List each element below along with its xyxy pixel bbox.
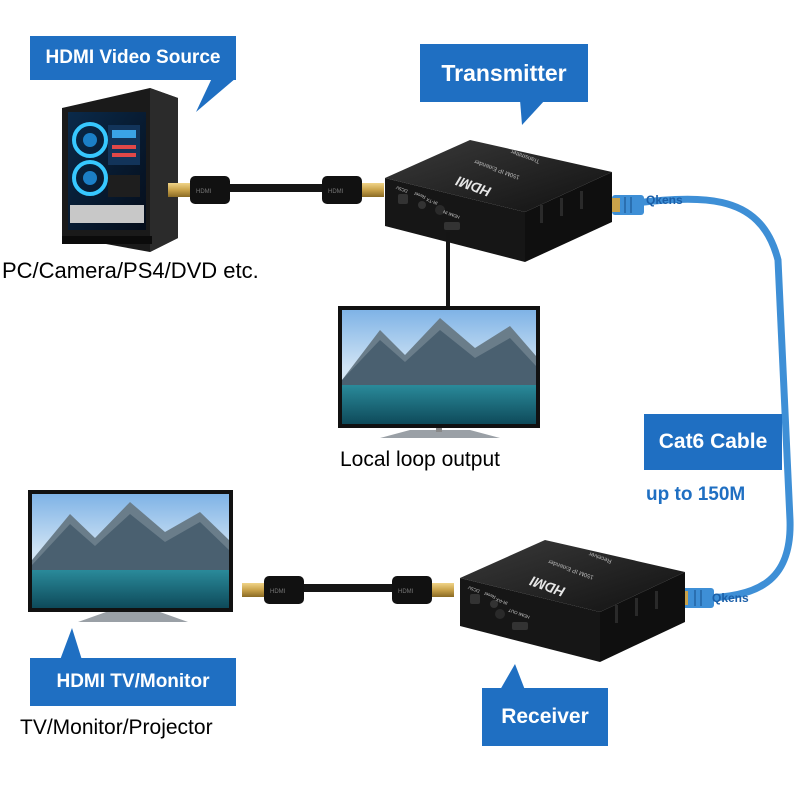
- cat6-cable: [614, 195, 794, 602]
- source-caption: PC/Camera/PS4/DVD etc.: [2, 258, 259, 283]
- tv-caption: TV/Monitor/Projector: [20, 716, 213, 739]
- cable-brand-bottom: Qkens: [712, 591, 749, 605]
- hdmi-plug-label-3: HDMI: [270, 589, 286, 595]
- tv-monitor-image: [28, 490, 233, 622]
- rx-port-dc: DC5V: [467, 585, 480, 594]
- hdmi-cable-top: [168, 176, 384, 204]
- loop-caption: Local loop output: [340, 448, 500, 471]
- transmitter-callout: Transmitter: [420, 44, 588, 102]
- tx-port-reset: Reset: [413, 191, 426, 200]
- rx-port-reset: Reset: [483, 591, 496, 600]
- receiver-device: [460, 540, 685, 662]
- hdmi-plug-label-1: HDMI: [196, 189, 212, 195]
- cable-callout: Cat6 Cable: [644, 414, 782, 470]
- tv-callout-tail: [60, 628, 82, 660]
- receiver-callout-tail: [500, 664, 525, 690]
- receiver-callout: Receiver: [482, 688, 608, 746]
- loop-monitor-image: [338, 306, 540, 438]
- source-callout: HDMI Video Source: [30, 36, 236, 80]
- cable-brand-top: Qkens: [646, 193, 683, 207]
- tv-callout: HDMI TV/Monitor: [30, 658, 236, 706]
- tx-port-ir: IR-TX: [426, 197, 439, 206]
- hdmi-plug-label-4: HDMI: [398, 589, 414, 595]
- transmitter-device: [385, 140, 612, 262]
- source-callout-tail: [196, 78, 236, 112]
- rj45-plug-top: [612, 195, 644, 215]
- tx-port-dc: DC5V: [395, 185, 408, 194]
- pc-tower-image: [62, 88, 178, 252]
- hdmi-cable-bottom: [242, 576, 454, 604]
- hdmi-plug-label-2: HDMI: [328, 189, 344, 195]
- transmitter-callout-tail: [520, 100, 545, 125]
- tx-port-hdmi: HDMI IN: [442, 209, 460, 220]
- cable-range-text: up to 150M: [646, 484, 746, 505]
- rx-port-ir: IR-RX: [495, 597, 508, 606]
- rj45-plug-bottom: [680, 588, 714, 608]
